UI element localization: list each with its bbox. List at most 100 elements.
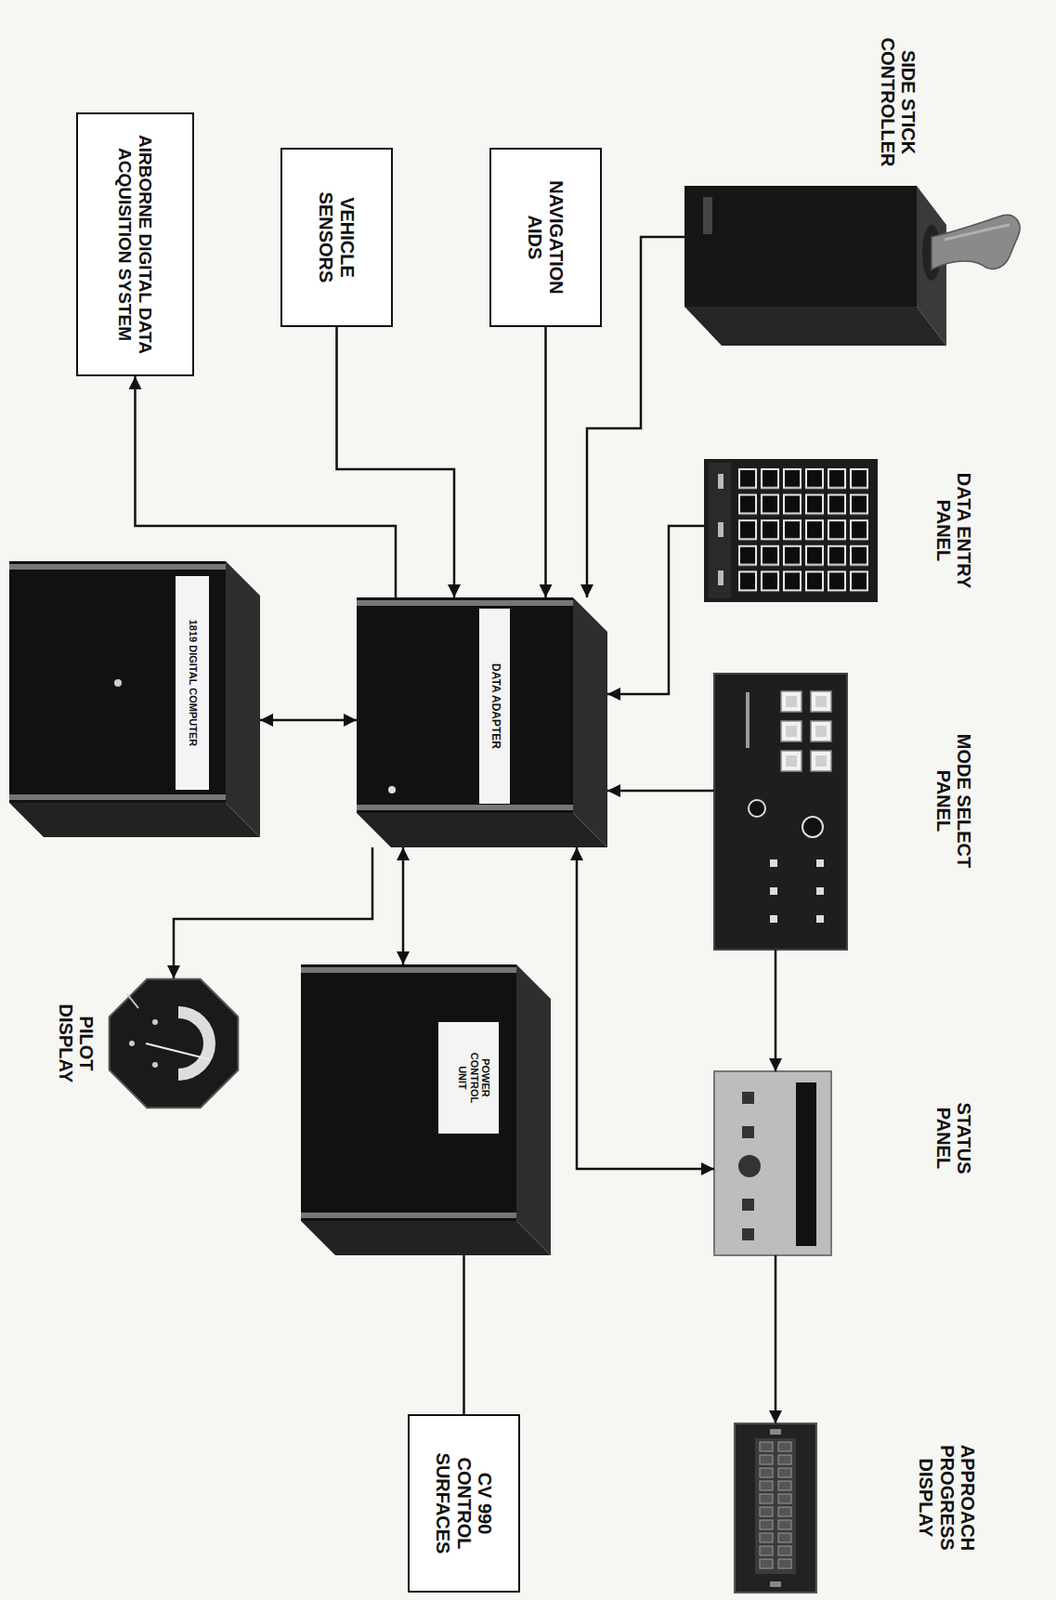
status-panel-photo [742,1227,755,1240]
power-control-unit-photo [300,1212,517,1218]
power-control-unit-photo [300,964,551,1255]
mode-select-panel-photo [769,914,778,923]
signal-connector [607,789,715,793]
mode-select-panel-photo [769,859,778,867]
side-stick-photo [684,185,1020,346]
hardware-unit: DATA ADAPTER [356,597,608,848]
box-label: VEHICLE SENSORS [315,177,358,299]
data-entry-panel-photo [704,458,878,602]
side-stick-photo [931,214,1020,270]
mode-select-panel-photo [714,673,848,950]
status-panel-photo [742,1091,755,1104]
box-label: NAVIGATION AIDS [524,163,567,313]
unit-label: DATA ADAPTER [489,608,510,804]
power-control-unit-photo [438,1021,499,1134]
side-stick-photo [944,224,1010,240]
approach-display-photo [769,1580,782,1587]
mode-select-panel-photo [769,886,778,895]
approach-display-photo [769,1428,782,1435]
data-adapter-photo [356,804,574,810]
unit-label: 1819 DIGITAL COMPUTER [187,575,209,790]
data-adapter-photo [573,597,608,848]
system-box: VEHICLE SENSORS [280,147,393,327]
mode-select-panel-photo [816,859,824,867]
digital-computer-photo [9,560,261,837]
pilot-display-photo [129,1040,135,1046]
hardware-unit: APPROACH PROGRESS DISPLAY [732,1422,978,1592]
box-label: CV 990 CONTROL SURFACES [432,1447,496,1559]
pilot-display-photo [152,1061,158,1068]
data-adapter-photo [356,597,608,848]
unit-label: APPROACH PROGRESS DISPLAY [915,1422,978,1572]
hardware-unit: SIDE STICK CONTROLLER [684,27,1023,353]
data-entry-panel-photo [736,466,871,595]
status-panel-photo [742,1125,755,1138]
mode-select-panel-photo [748,799,766,817]
data-adapter-photo [356,597,574,813]
digital-computer-photo [175,575,209,790]
signal-connector [462,1254,466,1414]
mode-select-panel-photo [775,687,835,777]
data-entry-panel-photo [717,570,724,586]
system-box: NAVIGATION AIDS [489,147,602,327]
signal-connector [576,847,715,1169]
signal-connector [402,847,405,965]
side-stick-photo [703,196,713,235]
approach-display-photo [756,1439,795,1570]
unit-label: PILOT DISPLAY [54,977,97,1109]
power-control-unit-photo [300,1220,551,1255]
power-control-unit-photo [516,964,551,1255]
hardware-unit: STATUS PANEL [714,1070,975,1255]
pilot-display-photo [127,993,139,1008]
mode-select-panel-photo [714,673,848,950]
pilot-display-photo [109,978,239,1109]
status-panel-photo [738,1154,761,1177]
mode-select-panel-photo [816,886,824,895]
unit-label: STATUS PANEL [932,1077,975,1199]
data-entry-panel-photo [708,462,731,599]
hardware-unit: DATA ENTRY PANEL [704,458,975,602]
data-adapter-photo [356,599,574,606]
pilot-display-photo [109,978,239,1109]
data-adapter-photo [479,608,510,804]
unit-label: DATA ENTRY PANEL [932,458,975,602]
signal-connector [260,718,357,722]
side-stick-photo [684,185,917,307]
pilot-display-photo [145,1042,209,1059]
hardware-unit: POWER CONTROL UNIT [300,964,551,1255]
status-panel-photo [795,1082,817,1246]
data-adapter-photo [388,785,396,794]
power-control-unit-photo [300,964,517,1221]
system-box: AIRBORNE DIGITAL DATA ACQUISITION SYSTEM [76,112,195,377]
status-panel-photo [714,1070,832,1255]
digital-computer-photo [225,560,261,837]
side-stick-photo [684,306,947,346]
unit-label: POWER CONTROL UNIT [456,1021,499,1134]
data-adapter-photo [356,812,608,848]
hardware-unit: 1819 DIGITAL COMPUTER [9,560,261,837]
data-entry-panel-photo [704,458,878,602]
power-control-unit-photo [300,966,517,973]
signal-connector [774,1254,778,1423]
mode-select-panel-photo [745,691,750,748]
pilot-display-photo [152,1018,158,1025]
mode-select-panel-photo [816,914,824,923]
data-entry-panel-photo [717,473,724,489]
digital-computer-photo [9,560,226,803]
pilot-display-photo [178,1005,216,1081]
signal-connector [135,376,397,598]
box-label: AIRBORNE DIGITAL DATA ACQUISITION SYSTEM [115,123,156,366]
status-panel-photo [742,1198,755,1211]
unit-label: MODE SELECT PANEL [932,717,975,885]
status-panel-photo [714,1070,832,1255]
system-box: CV 990 CONTROL SURFACES [407,1413,521,1592]
approach-display-photo [755,1437,796,1574]
unit-label: SIDE STICK CONTROLLER [876,27,919,177]
approach-display-photo [734,1422,817,1592]
data-entry-panel-photo [717,521,724,537]
approach-display-photo [734,1422,817,1592]
signal-connector [607,525,704,694]
digital-computer-photo [9,794,226,800]
mode-select-panel-photo [802,816,823,837]
signal-connector [774,949,778,1071]
